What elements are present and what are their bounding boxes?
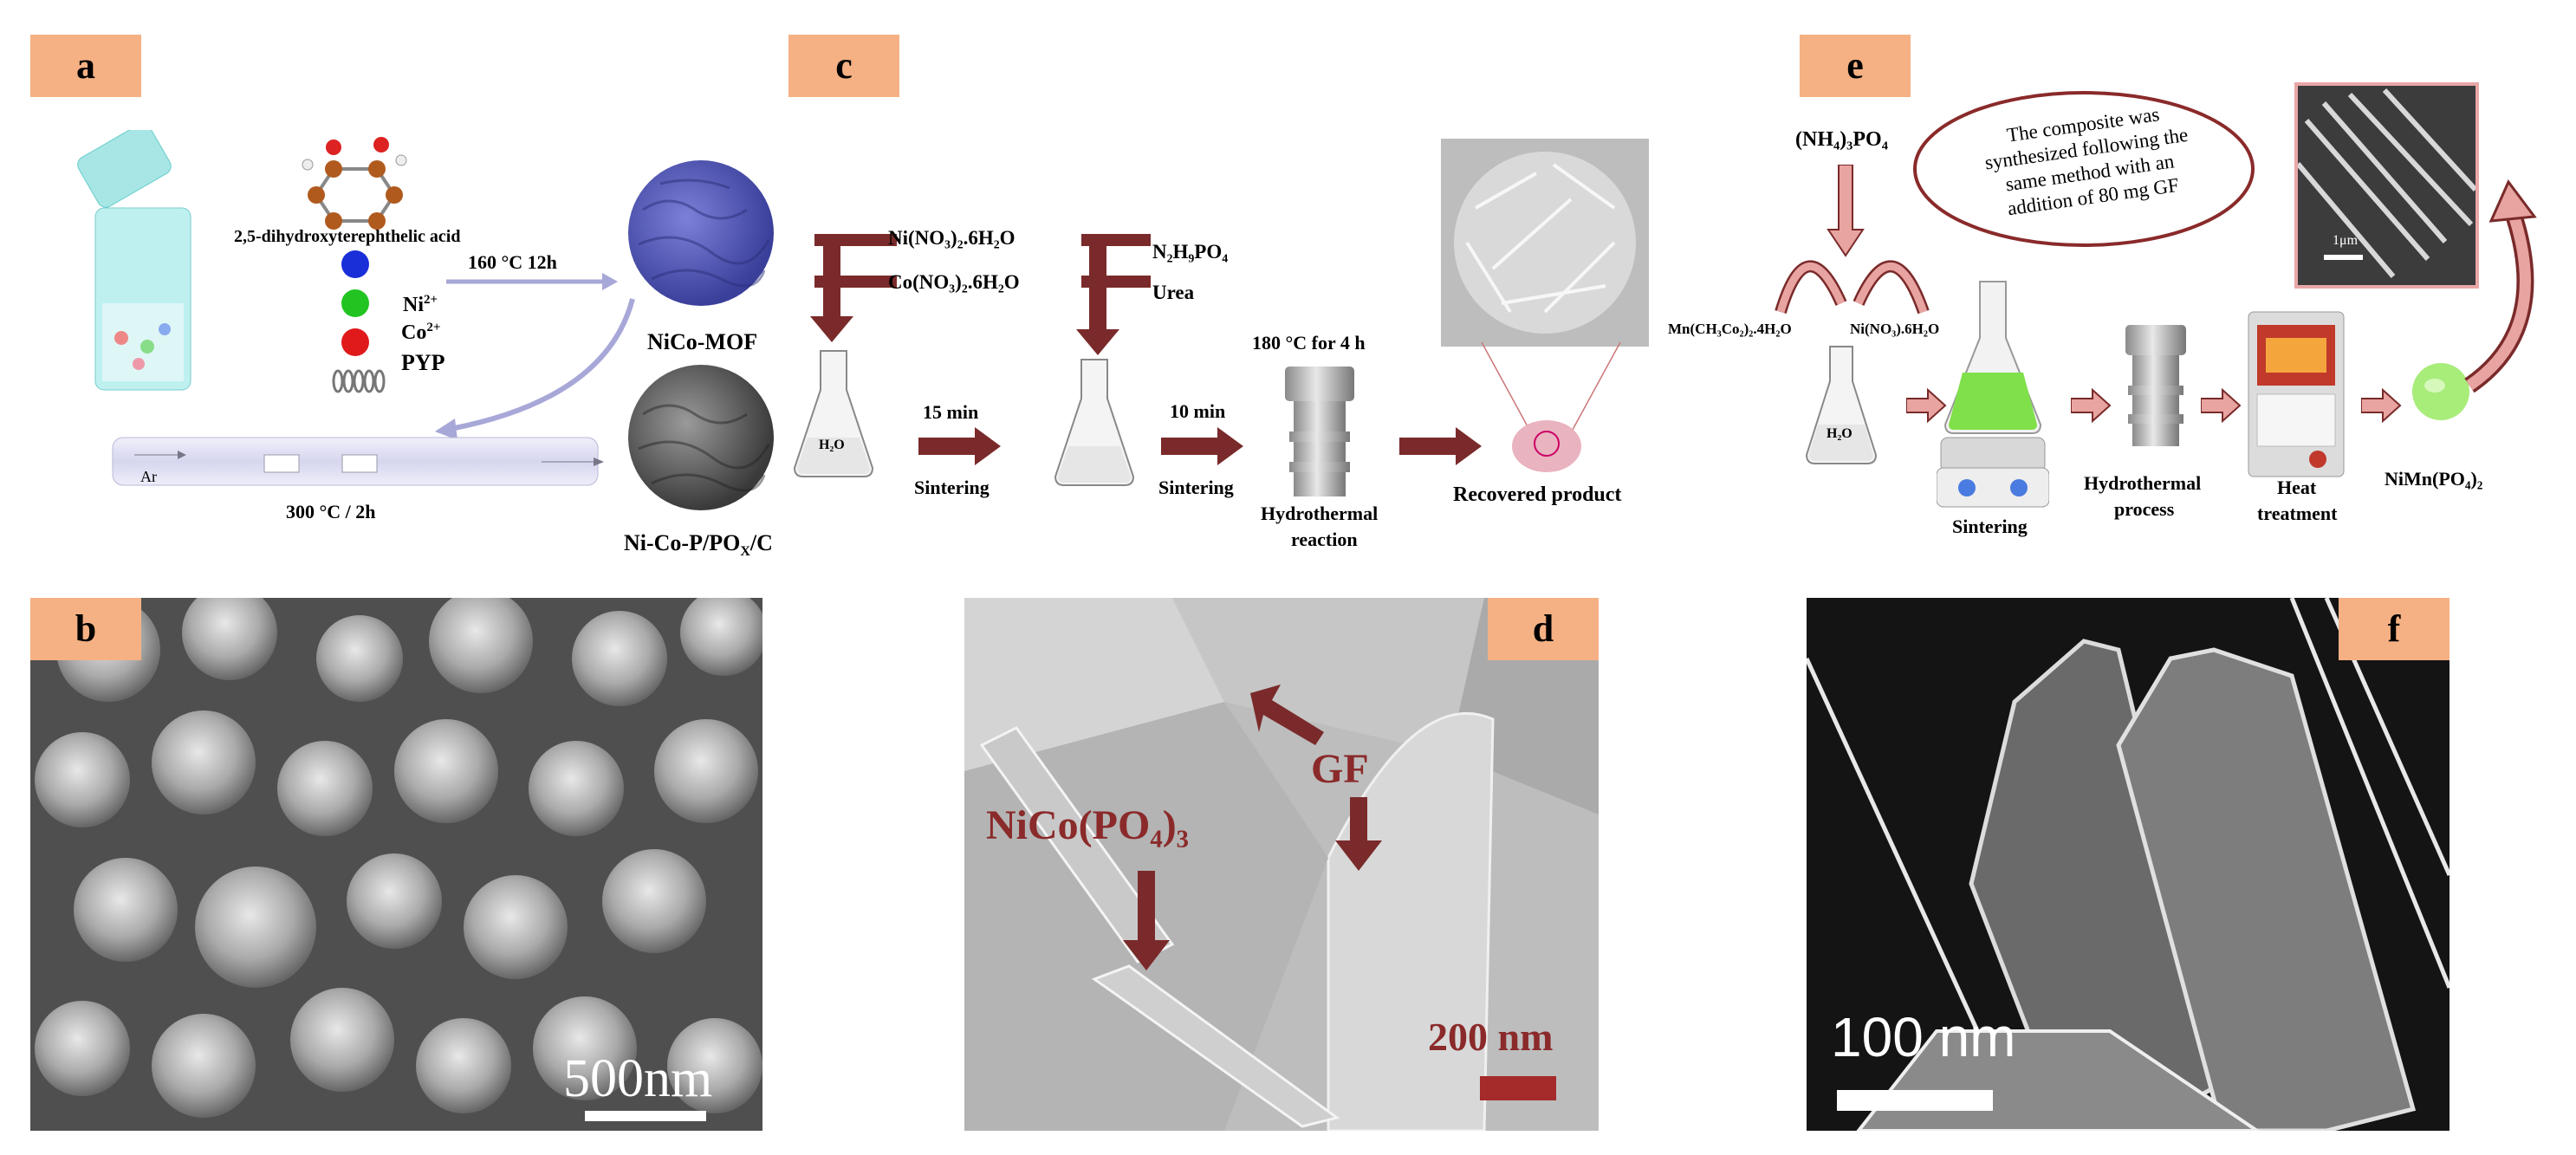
- zoom-lines: [1481, 342, 1621, 438]
- recovered-sem-image: [1441, 139, 1649, 347]
- curved-arrows-e: [1775, 260, 1930, 315]
- pink-arrow-4: [2361, 388, 2402, 423]
- hydro-temp-label: 180 °C for 4 h: [1252, 332, 1366, 354]
- product-sem-image: 1μm: [2294, 82, 2479, 289]
- panel-label-a: a: [30, 35, 141, 97]
- molecule-icon: [302, 137, 407, 230]
- process-arrow-2: [1161, 427, 1243, 465]
- pink-arrow-2: [2071, 388, 2112, 423]
- vial-icon: [77, 130, 191, 391]
- product-powder-icon: [2412, 363, 2469, 420]
- reagent-right-label: Ni(NO₃).6H₂O: [1850, 321, 1940, 337]
- curved-arrow-to-sem: [2464, 179, 2537, 393]
- process-arrow-3: [1399, 427, 1482, 465]
- arrow-d-compound: [1123, 871, 1170, 970]
- scale-bar-f: [1837, 1090, 1993, 1111]
- acid-label: 2,5-dihydroxyterephthelic acid: [234, 227, 461, 246]
- sem-image-d: d GF NiCo(PO₄)₃ 200 nm: [964, 598, 1599, 1131]
- flask-icon-1: [793, 350, 874, 477]
- curved-arrow-to-tube: [435, 298, 635, 440]
- note-ellipse: [1913, 91, 2255, 247]
- sintering-e-label: Sintering: [1952, 516, 2028, 537]
- flask-e-water: H₂O: [1827, 426, 1853, 441]
- down-arrow-e: [1827, 165, 1865, 257]
- step2-label: 300 °C / 2h: [286, 501, 376, 522]
- ar-label: Ar: [140, 468, 157, 485]
- scale-bar-d: [1480, 1076, 1556, 1100]
- ion-balls: [341, 250, 369, 356]
- scale-bar-b: [585, 1111, 706, 1121]
- reagent2-label: Co(NO₃)₂.6H₂O: [888, 271, 1020, 293]
- hydro-line1: Hydrothermal: [1261, 503, 1379, 524]
- scale-f-label: 100 nm: [1831, 1006, 2016, 1068]
- pink-arrow-1: [1906, 388, 1947, 423]
- arrow-to-mof: [446, 273, 618, 290]
- heat-line2: treatment: [2257, 503, 2338, 524]
- heat-line1: Heat: [2277, 477, 2317, 498]
- reagent4-label: Urea: [1152, 282, 1195, 303]
- product-e-label: NiMn(PO₄)₂: [2385, 468, 2483, 490]
- ion-co-label: Co2+: [401, 321, 441, 344]
- reagent-arrow-1: [810, 234, 853, 342]
- autoclave-icon-1: [1285, 367, 1354, 496]
- flask-icon-2: [1054, 359, 1135, 486]
- process-arrow-1: [918, 427, 1001, 465]
- tube-furnace: [112, 437, 604, 486]
- sinter2-label: Sintering: [1158, 477, 1234, 498]
- nico-mof-sphere: [628, 160, 774, 306]
- scale-b-label: 500nm: [563, 1049, 713, 1108]
- time2-label: 10 min: [1170, 400, 1226, 422]
- reagent-top-label: (NH₄)₃PO₄: [1795, 128, 1888, 151]
- reagent-left-label: Mn(CH₃Co₂)₂.4H₂O: [1668, 321, 1792, 337]
- panel-label-c: c: [788, 35, 899, 97]
- autoclave-icon-2: [2125, 325, 2186, 446]
- product-label: Ni-Co-P/POX/C: [624, 530, 773, 560]
- reagent-bracket-2: [1081, 234, 1151, 288]
- pyp-coil-icon: [332, 369, 386, 393]
- flask-water-label: H₂O: [819, 438, 845, 452]
- reagent-bracket-1: [814, 234, 897, 288]
- stirrer-icon: [1937, 281, 2049, 508]
- pyp-label: PYP: [401, 350, 445, 375]
- hydro-e-line2: process: [2114, 498, 2175, 520]
- sem-image-b: b 500nm: [30, 598, 762, 1131]
- ni-co-p-sphere: [628, 365, 774, 510]
- product-sem-scale: 1μm: [2333, 233, 2359, 248]
- scale-d-label: 200 nm: [1428, 1015, 1554, 1059]
- hydro-line2: reaction: [1291, 529, 1358, 550]
- mof-label: NiCo-MOF: [647, 329, 758, 354]
- pink-arrow-3: [2201, 388, 2242, 423]
- arrow-d-gf: [1335, 797, 1382, 871]
- reagent1-label: Ni(NO₃)₂.6H₂O: [888, 227, 1015, 249]
- panel-label-f: f: [2339, 598, 2449, 660]
- panel-label-d: d: [1488, 598, 1599, 660]
- sinter1-label: Sintering: [914, 477, 990, 498]
- recovered-label: Recovered product: [1453, 483, 1622, 506]
- gf-label: GF: [1311, 746, 1369, 792]
- hydro-e-line1: Hydrothermal: [2084, 472, 2202, 494]
- ion-ni-label: Ni2+: [403, 293, 438, 316]
- panel-label-e: e: [1800, 35, 1911, 97]
- flask-icon-e: [1805, 346, 1878, 464]
- reagent3-label: N₂H₉PO₄: [1152, 241, 1229, 263]
- sem-image-f: f 100 nm: [1807, 598, 2449, 1131]
- time1-label: 15 min: [923, 401, 979, 423]
- arrow-d-1: [1250, 685, 1324, 745]
- recovered-product-dot: [1512, 420, 1581, 472]
- step1-label: 160 °C 12h: [468, 251, 557, 273]
- furnace-icon: [2248, 311, 2345, 477]
- panel-label-b: b: [30, 598, 141, 660]
- reagent-arrow-2: [1076, 234, 1119, 355]
- compound-d-label: NiCo(PO₄)₃: [986, 802, 1190, 848]
